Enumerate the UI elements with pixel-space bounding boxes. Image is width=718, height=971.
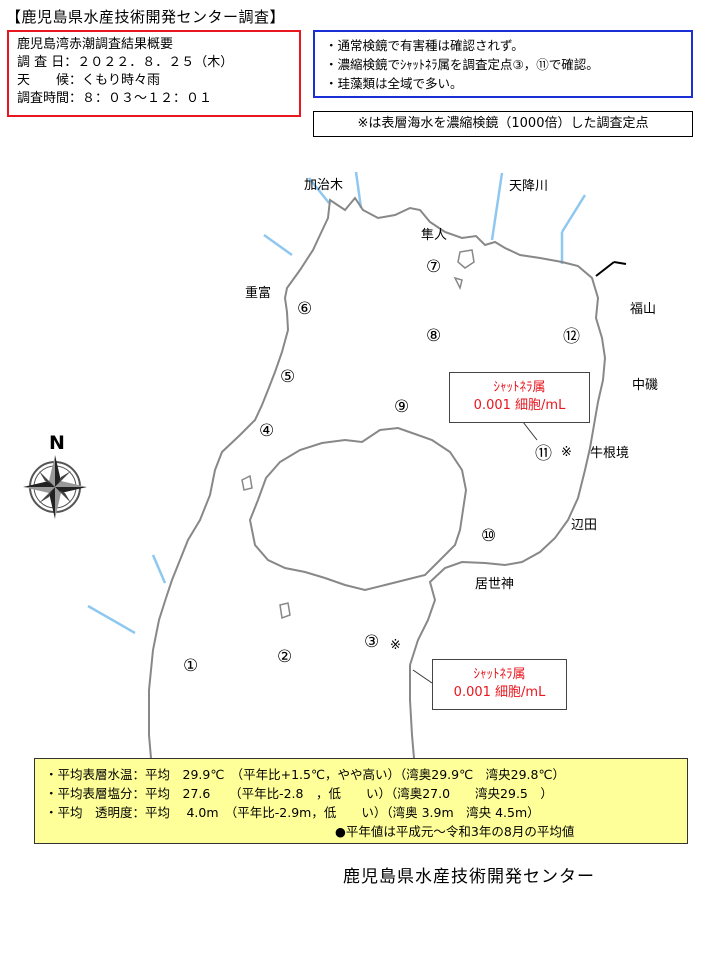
station-3-asterisk: ※ [390,638,401,653]
island [457,249,475,269]
river-line [263,233,293,257]
callout-genus: ｼｬｯﾄﾈﾗ属 [473,667,526,682]
water-stats-box: ・平均表層水温：平均 29.9℃ （平年比+1.5℃，やや高い）（湾奥29.9℃… [34,758,688,844]
summary-heading: 鹿児島湾赤潮調査結果概要 [17,37,174,52]
place-fukuyama: 福山 [630,302,657,317]
place-hayato: 隼人 [421,228,448,243]
river-line [490,172,504,241]
station-1: ① [183,656,199,676]
callout-concentration: 0.001 細胞/mL [453,685,546,700]
page-title: 【鹿児島県水産技術開発センター調査】 [6,8,286,26]
place-koseji: 居世神 [475,577,515,592]
river-line [560,194,587,233]
finding-item: ・珪藻類は全域で多い。 [325,76,463,91]
station-2: ② [277,647,293,667]
place-henda: 辺田 [571,518,598,533]
station-9: ⑨ [394,397,410,417]
stat-transparency: ・平均 透明度：平均 4.0m （平年比-2.9m，低 い）（湾奥 3.9m 湾… [45,805,540,820]
station-8: ⑧ [426,326,442,346]
station-3: ③ [364,632,380,652]
island [453,276,463,291]
rivers [87,171,587,635]
sakurajima-coast [248,426,468,592]
station-10: ⑩ [481,526,497,546]
survey-date: 調 査 日：２０２２．８．２５（木） [17,55,234,70]
river-line [87,604,136,635]
compass-north-label: N [49,432,65,454]
finding-item: ・通常検鏡で有害種は確認されず。 [325,38,524,53]
place-nakaiso: 中磯 [632,378,659,393]
station-7: ⑦ [426,257,442,277]
stats-normal-note: ●平年値は平成元～令和3年の8月の平均値 [335,824,575,839]
stat-salinity: ・平均表層塩分：平均 27.6 （平年比-2.8 ，低 い）（湾奥27.0 湾央… [45,786,553,801]
road-line [613,261,627,265]
river-line [151,554,167,584]
callout-pointer [412,669,433,684]
road-line [595,261,615,277]
place-ushinekyo: 牛根境 [590,446,630,461]
callout-pointer [522,421,538,441]
asterisk-note: ※は表層海水を濃縮検鏡（1000倍）した調査定点 [313,111,693,137]
station-4: ④ [259,421,275,441]
place-amori-river: 天降川 [509,179,549,194]
callout-concentration: 0.001 細胞/mL [473,398,566,413]
station-12: ⑫ [563,327,580,347]
island [241,474,253,491]
callout-genus: ｼｬｯﾄﾈﾗ属 [493,380,546,395]
compass-icon [23,455,87,519]
stat-temperature: ・平均表層水温：平均 29.9℃ （平年比+1.5℃，やや高い）（湾奥29.9℃… [45,767,566,782]
footer-organization: 鹿児島県水産技術開発センター [343,867,595,887]
station-11: ⑪ [535,444,552,464]
river-line [354,171,363,209]
place-kajiki: 加治木 [304,178,344,193]
callout-station-11: ｼｬｯﾄﾈﾗ属 0.001 細胞/mL [449,372,590,423]
findings-box: ・通常検鏡で有害種は確認されず。 ・濃縮検鏡でｼｬｯﾄﾈﾗ属を調査定点③，⑪で確… [313,30,693,98]
station-11-asterisk: ※ [561,445,572,460]
station-5: ⑤ [280,367,296,387]
survey-summary-box: 鹿児島湾赤潮調査結果概要 調 査 日：２０２２．８．２５（木） 天 候：くもり時… [7,30,301,117]
station-6: ⑥ [297,299,313,319]
callout-station-3: ｼｬｯﾄﾈﾗ属 0.001 細胞/mL [432,659,567,710]
river-line [308,177,330,204]
survey-weather: 天 候：くもり時々雨 [17,73,161,88]
finding-item: ・濃縮検鏡でｼｬｯﾄﾈﾗ属を調査定点③，⑪で確認。 [325,57,599,72]
survey-time: 調査時間：８：０３～１２：０１ [17,91,213,106]
island [279,602,291,620]
coastline-outer [148,196,607,771]
place-shigetomi: 重富 [245,286,272,301]
